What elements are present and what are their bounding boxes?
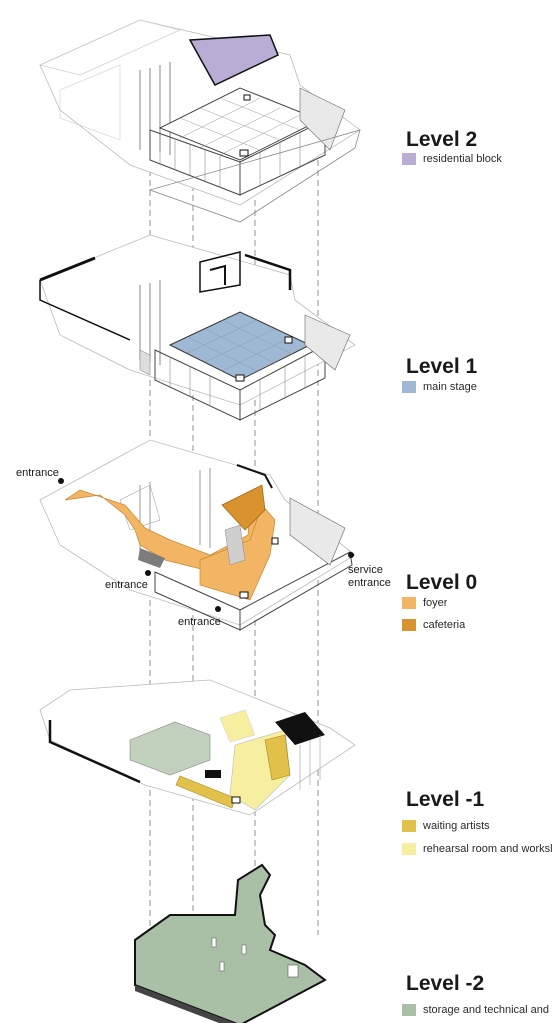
level-1-title: Level 1 xyxy=(406,355,478,378)
service-entrance-label: service entrance xyxy=(348,564,391,590)
swatch-rehearsal-room xyxy=(402,843,416,855)
entrance-label-top: entrance xyxy=(16,467,59,479)
legend-label: storage and technical and xyxy=(423,1004,549,1016)
waiting-artists-area xyxy=(264,734,291,781)
swatch-cafeteria xyxy=(402,619,416,631)
legend-storage-technical: storage and technical and xyxy=(402,1004,552,1016)
legend-label: waiting artists xyxy=(423,820,490,832)
legend-rehearsal-room: rehearsal room and worksl xyxy=(402,843,552,855)
storage-zone-minus-1 xyxy=(129,721,211,776)
entrance-label-bottom: entrance xyxy=(178,616,221,628)
swatch-main-stage xyxy=(402,381,416,393)
legend-label: rehearsal room and worksl xyxy=(423,843,552,855)
cafeteria-area xyxy=(221,484,266,531)
legend-cafeteria: cafeteria xyxy=(402,619,465,631)
level-0-plan xyxy=(39,439,356,631)
legend-label: residential block xyxy=(423,153,502,165)
level-1-plan xyxy=(39,234,356,421)
legend-main-stage: main stage xyxy=(402,381,477,393)
entrance-markers xyxy=(58,478,354,612)
storage-technical-area xyxy=(134,863,327,1023)
residential-block-area xyxy=(188,34,279,86)
swatch-waiting-artists xyxy=(402,820,416,832)
level-2-title: Level 2 xyxy=(406,128,478,151)
level-0-title: Level 0 xyxy=(406,571,478,594)
level-minus-2-title: Level -2 xyxy=(406,972,485,995)
swatch-residential-block xyxy=(402,153,416,165)
legend-label: foyer xyxy=(423,597,448,609)
swatch-storage-technical xyxy=(402,1004,416,1016)
legend-waiting-artists: waiting artists xyxy=(402,820,490,832)
service-entrance-line-2: entrance xyxy=(348,577,391,589)
swatch-foyer xyxy=(402,597,416,609)
level-minus-2-plan xyxy=(134,863,327,1023)
level-minus-1-title: Level -1 xyxy=(406,788,485,811)
level-2-plan xyxy=(38,19,361,223)
waiting-artists-corridor xyxy=(175,775,236,809)
legend-residential-block: residential block xyxy=(402,153,502,165)
legend-foyer: foyer xyxy=(402,597,447,609)
service-entrance-line-1: service xyxy=(348,564,383,576)
legend-label: cafeteria xyxy=(423,619,466,631)
rehearsal-room-small xyxy=(219,709,256,743)
level-minus-1-plan xyxy=(39,679,356,816)
entrance-label-mid: entrance xyxy=(105,579,148,591)
legend-label: main stage xyxy=(423,381,477,393)
